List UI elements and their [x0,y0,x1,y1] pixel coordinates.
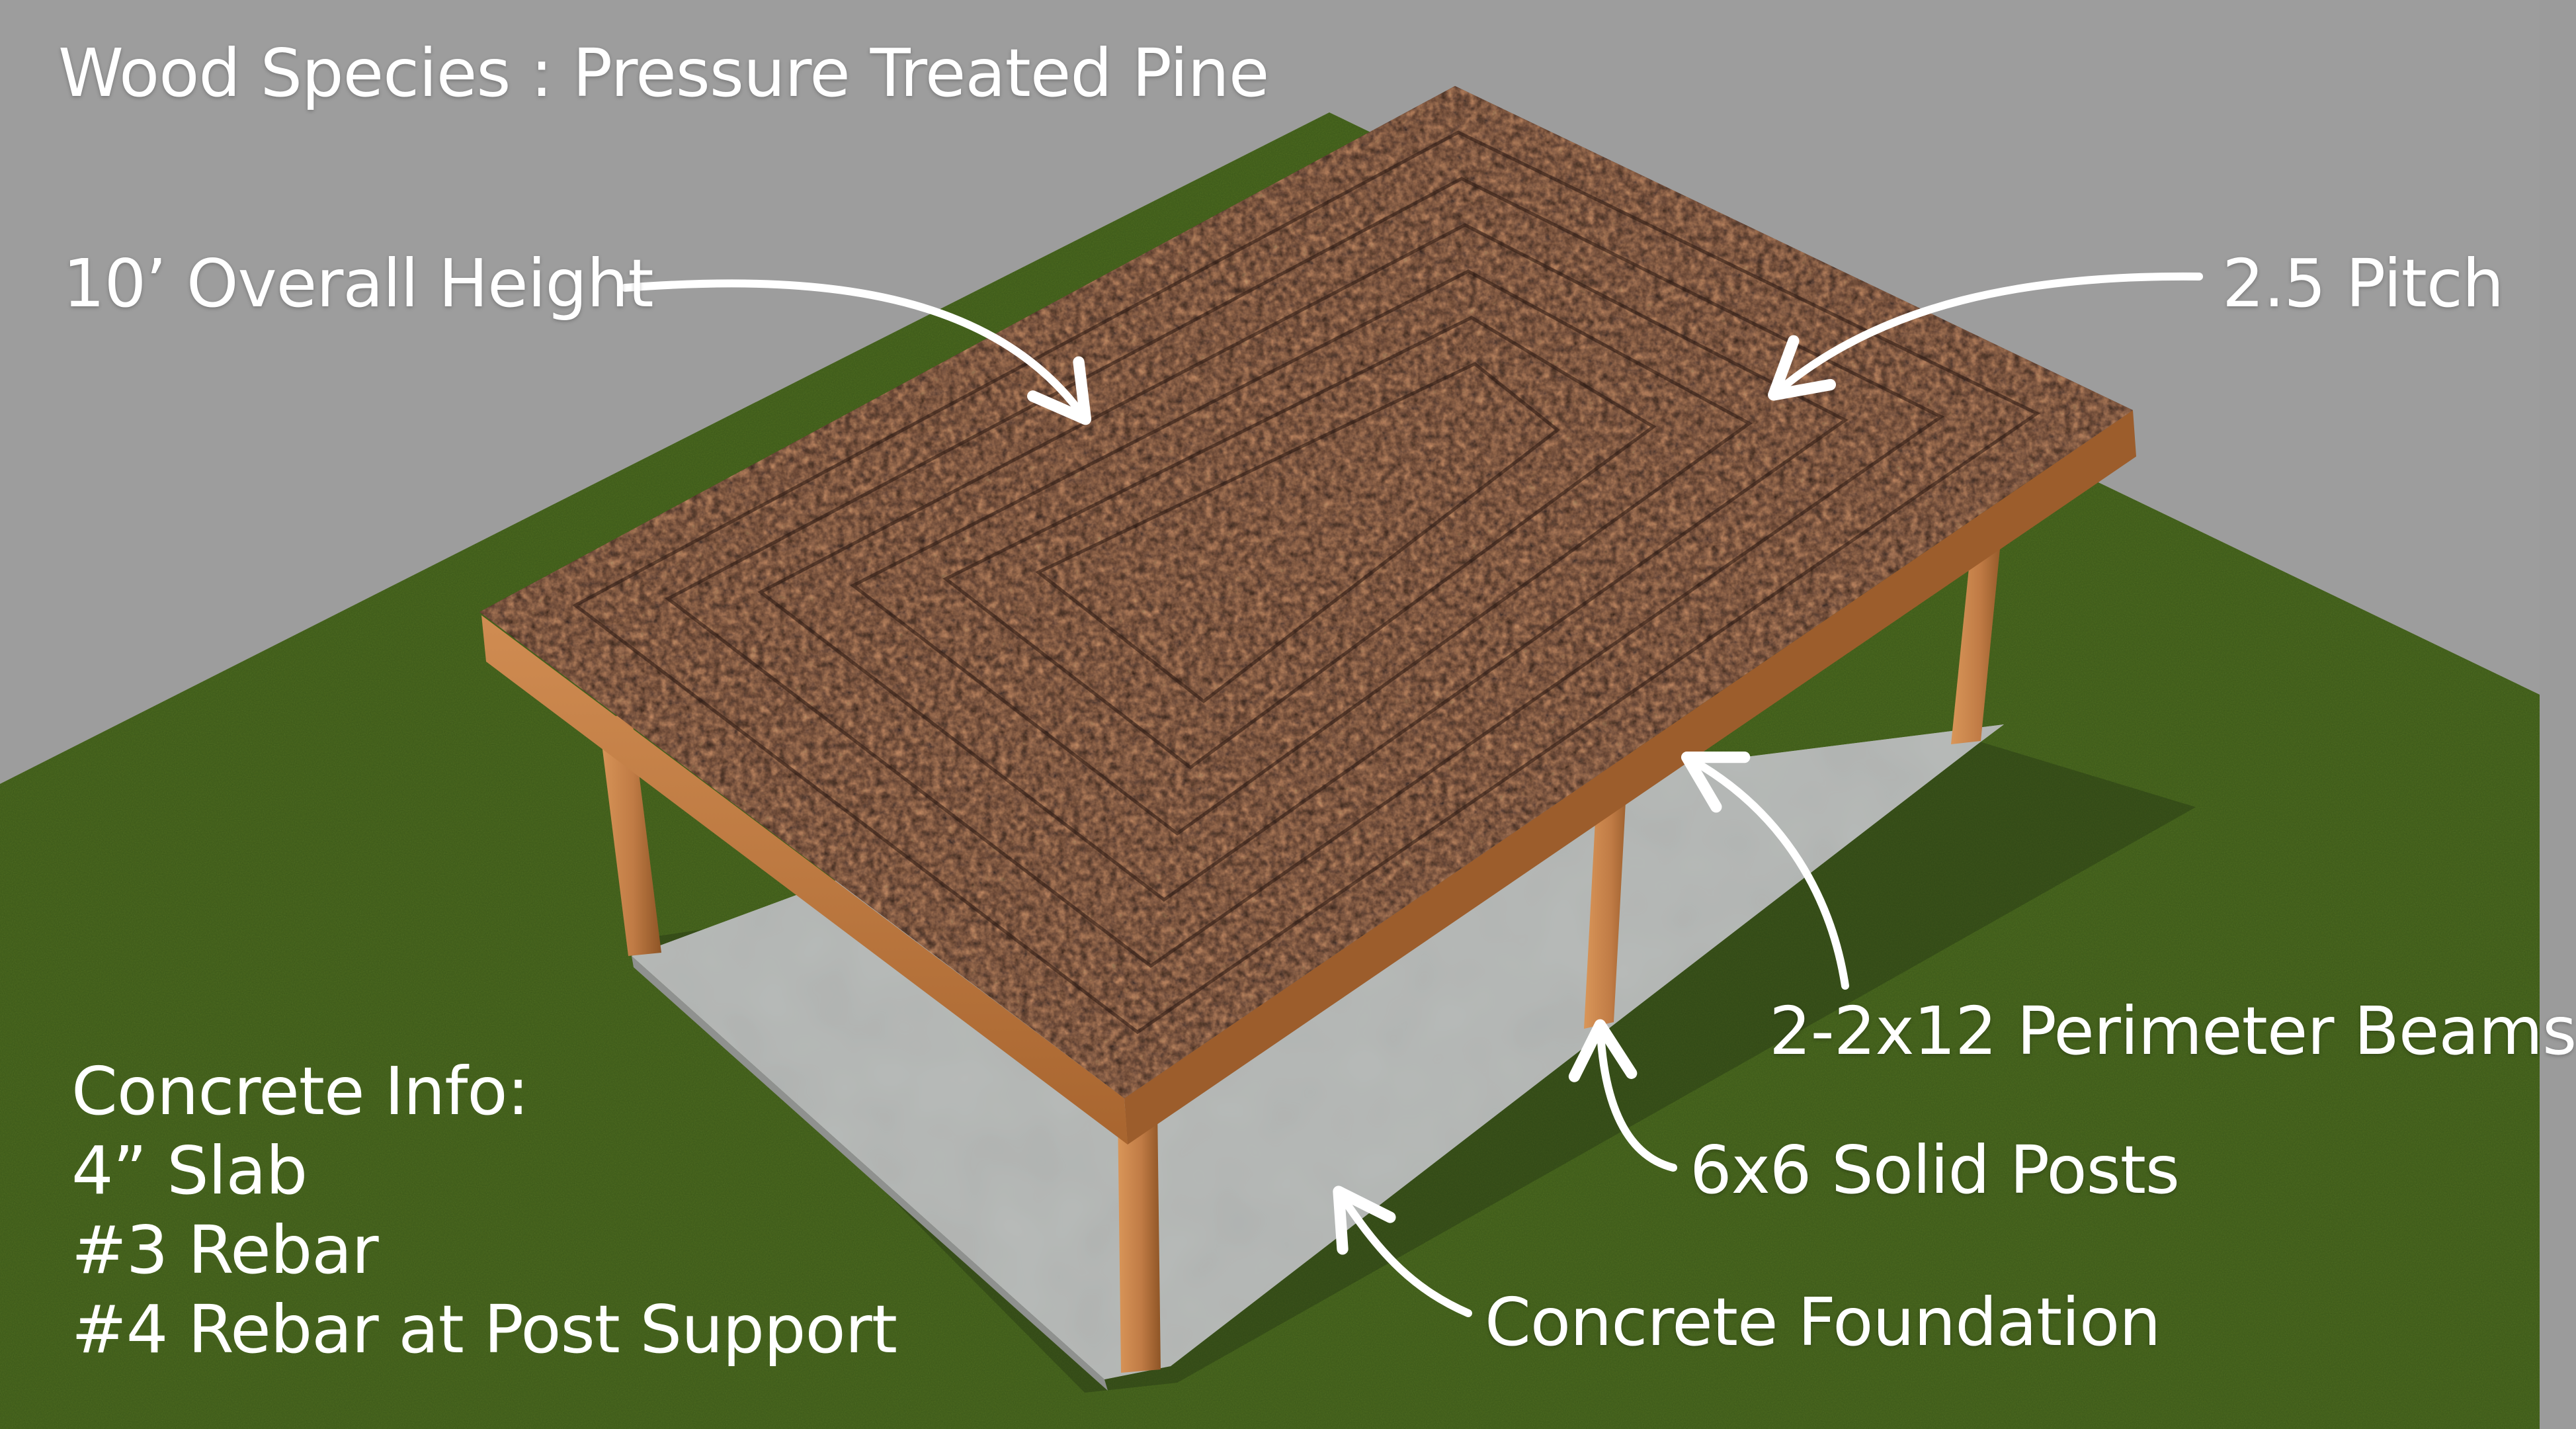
perimeter-beam-front [481,615,1128,1145]
shingle-courses [572,130,2040,1035]
perimeter-beam-side [1124,410,2136,1145]
concrete-foundation-label: Concrete Foundation [1485,1283,2161,1361]
wood-species-label: Wood Species : Pressure Treated Pine [58,34,1269,112]
concrete-info-block: Concrete Info: 4” Slab #3 Rebar #4 Rebar… [71,1052,897,1369]
solid-posts-label: 6x6 Solid Posts [1690,1131,2180,1209]
post-back-right [1951,509,2004,744]
concrete-info-line: #3 Rebar [71,1211,379,1289]
concrete-info-line: #4 Rebar at Post Support [71,1291,897,1368]
concrete-foundation-arrow [1333,1186,1472,1317]
overall-height-label: 10’ Overall Height [63,245,654,322]
post-front-left [599,714,661,956]
solid-posts-arrow [1568,1019,1677,1172]
slab-edge [632,956,1108,1391]
concrete-info-heading: Concrete Info: [71,1053,529,1130]
pitch-arrow [1768,272,2203,401]
concrete-info-line: 4” Slab [71,1132,308,1209]
overall-height-arrow [621,279,1092,425]
pitch-label: 2.5 Pitch [2222,245,2504,322]
perimeter-beams-arrow [1681,751,1849,990]
post-front-corner [1118,1108,1161,1373]
perimeter-beams-label: 2-2x12 Perimeter Beams [1769,992,2576,1070]
